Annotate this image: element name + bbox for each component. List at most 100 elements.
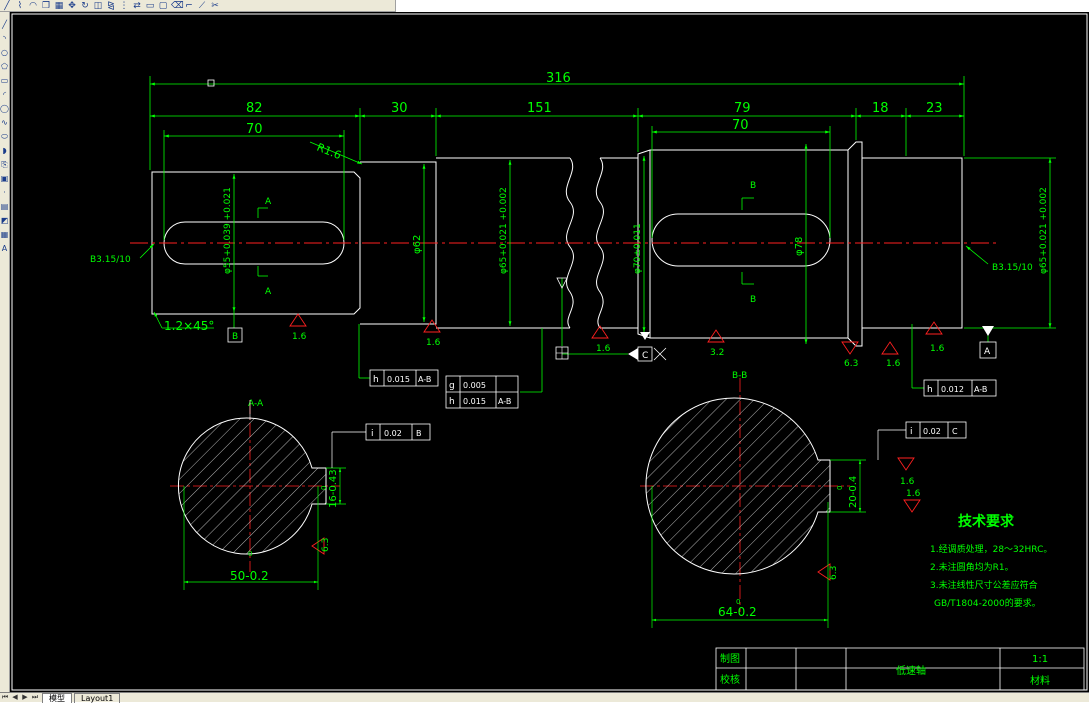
- svg-text:64-0.2: 64-0.2: [718, 605, 757, 619]
- region-icon[interactable]: ◩: [0, 216, 9, 225]
- circle-icon[interactable]: ○: [1, 48, 8, 57]
- extend-icon[interactable]: ⟋: [198, 0, 206, 11]
- erase-icon[interactable]: ⌫: [171, 0, 184, 11]
- insert-icon[interactable]: ⎘: [1, 160, 8, 169]
- datum-b: B: [227, 327, 243, 343]
- svg-text:A-B: A-B: [974, 385, 987, 394]
- circle2-icon[interactable]: ◯: [0, 104, 9, 113]
- dim-phi62: φ62: [412, 235, 423, 254]
- svg-text:g: g: [449, 381, 455, 391]
- dimension-texts: 316 82 30 151 79 18 23 70 70 R1.6 1.2×45…: [90, 71, 1049, 333]
- svg-text:C: C: [642, 351, 648, 361]
- datum-arrow-mid: [556, 277, 568, 289]
- shaft-outline: [151, 141, 963, 347]
- svg-text:2.未注圆角均为R1。: 2.未注圆角均为R1。: [930, 561, 1014, 573]
- dim-18: 18: [872, 101, 889, 116]
- svg-text:50-0.2: 50-0.2: [230, 569, 269, 583]
- polyline-icon[interactable]: ⌇: [17, 0, 23, 11]
- line-icon[interactable]: ╱: [4, 0, 10, 11]
- ellipse2-icon[interactable]: ◗: [2, 146, 7, 155]
- copy-icon[interactable]: ❐: [41, 0, 51, 11]
- move-icon[interactable]: ✥: [68, 0, 76, 11]
- rect-icon[interactable]: ▭: [145, 0, 155, 11]
- datum-arrow-c: [640, 332, 650, 340]
- svg-text:6.3: 6.3: [321, 538, 331, 552]
- svg-text:i: i: [371, 429, 374, 439]
- block-icon[interactable]: ▣: [0, 174, 9, 183]
- svg-text:A-B: A-B: [498, 397, 511, 406]
- prev-tab-icon[interactable]: ◀: [12, 693, 18, 701]
- tol-frame-2: g 0.005 h 0.015 A-B: [445, 375, 519, 409]
- centre-hole-right: B3.15/10: [992, 263, 1033, 273]
- rotate-icon[interactable]: ↻: [81, 0, 89, 11]
- point-icon[interactable]: ·: [3, 188, 6, 197]
- last-tab-icon[interactable]: ⏭: [31, 693, 39, 701]
- section-b-top: B: [750, 181, 756, 191]
- hatch-icon[interactable]: ▤: [0, 202, 9, 211]
- break-icon[interactable]: ✂: [211, 0, 219, 11]
- top-toolbar: ╱ ⌇ ◠ ❐ ▦ ✥ ↻ ◫ ⧎ ⋮ ⇄ ▭ ▢ ⌫ ⌐ ⟋ ✂: [0, 0, 396, 12]
- ellipse-icon[interactable]: ⬭: [1, 132, 8, 141]
- svg-text:B: B: [232, 332, 238, 342]
- next-tab-icon[interactable]: ▶: [22, 693, 28, 701]
- dim-phi70: φ70±0.011: [633, 223, 643, 274]
- box-icon[interactable]: ▢: [158, 0, 168, 11]
- svg-text:1:1: 1:1: [1032, 654, 1048, 665]
- section-aa-title: A-A: [248, 399, 264, 409]
- svg-text:1.6: 1.6: [930, 344, 945, 354]
- polygon-icon[interactable]: ⬠: [1, 62, 8, 71]
- datum-c: C: [628, 346, 667, 362]
- mirror-icon[interactable]: ⧎: [107, 0, 115, 11]
- section-aa: A-A 50-0.2 0 16-0.43 0 i 0.02 B: [178, 399, 431, 590]
- arc-icon[interactable]: ◠: [29, 0, 37, 11]
- svg-text:GB/T1804-2000的要求。: GB/T1804-2000的要求。: [934, 597, 1041, 609]
- table-icon[interactable]: ▦: [0, 230, 9, 239]
- dim-chamfer: 1.2×45°: [164, 319, 214, 333]
- line-icon[interactable]: ╱: [2, 20, 7, 29]
- rect-icon[interactable]: ▭: [0, 76, 9, 85]
- left-toolbar: ╱ ◝ ○ ⬠ ▭ ◜ ◯ ∿ ⬭ ◗ ⎘ ▣ · ▤ ◩ ▦ A: [0, 12, 10, 692]
- first-tab-icon[interactable]: ⏮: [1, 693, 9, 701]
- grid-icon[interactable]: ▦: [54, 0, 64, 11]
- arc-icon[interactable]: ◝: [2, 34, 7, 43]
- svg-text:0.015: 0.015: [387, 375, 410, 384]
- spline-icon[interactable]: ∿: [1, 118, 8, 127]
- text-icon[interactable]: A: [1, 244, 8, 253]
- dim-key-right: 70: [732, 118, 749, 133]
- tab-layout1[interactable]: Layout1: [74, 692, 121, 703]
- tab-model[interactable]: 模型: [42, 692, 72, 703]
- dim-79: 79: [734, 101, 751, 116]
- layout-tab-bar: ⏮ ◀ ▶ ⏭ 模型 Layout1: [0, 692, 1089, 703]
- cad-drawing: 316 82 30 151 79 18 23 70 70 R1.6 1.2×45…: [11, 13, 1088, 691]
- arc2-icon[interactable]: ◜: [2, 90, 7, 99]
- dim-23: 23: [926, 101, 943, 116]
- svg-text:6.3: 6.3: [829, 566, 839, 580]
- svg-text:i: i: [910, 427, 913, 437]
- svg-text:0: 0: [248, 550, 252, 558]
- stretch-icon[interactable]: ⇄: [133, 0, 141, 11]
- svg-text:h: h: [927, 385, 933, 395]
- tol-frame-3: h 0.012 A-B: [923, 379, 997, 397]
- svg-text:C: C: [952, 427, 958, 436]
- svg-text:1.6: 1.6: [906, 489, 921, 499]
- pin-icon[interactable]: ⌐: [185, 0, 193, 11]
- tol-frame-1: h 0.015 A-B: [369, 369, 439, 387]
- svg-text:B: B: [416, 429, 422, 438]
- dim-phi65-mid: φ65+0.021 +0.002: [499, 187, 509, 274]
- svg-text:低速轴: 低速轴: [896, 664, 926, 677]
- svg-text:1.6: 1.6: [596, 344, 611, 354]
- drawing-canvas[interactable]: 316 82 30 151 79 18 23 70 70 R1.6 1.2×45…: [10, 12, 1089, 692]
- svg-text:3.未注线性尺寸公差应符合: 3.未注线性尺寸公差应符合: [930, 579, 1038, 591]
- section-bb: B-B 64-0.2 0 20-0.4 0 i 0.02 C: [645, 371, 967, 628]
- centre-hole-left: B3.15/10: [90, 255, 131, 265]
- array-icon[interactable]: ⋮: [119, 0, 129, 11]
- roughness-values: 1.6 1.6 1.6 3.2 6.3 1.6 1.6 6.3 1.6 1.6 …: [292, 332, 945, 580]
- svg-text:20-0.4: 20-0.4: [848, 476, 859, 508]
- dim-phi65-right: φ65+0.021 +0.002: [1039, 187, 1049, 274]
- dim-82: 82: [246, 101, 263, 116]
- scale-icon[interactable]: ◫: [93, 0, 103, 11]
- grip-handle[interactable]: [207, 79, 215, 87]
- svg-text:3.2: 3.2: [710, 348, 724, 358]
- dim-phi78: φ78: [794, 237, 805, 256]
- section-a-bot: A: [265, 287, 272, 297]
